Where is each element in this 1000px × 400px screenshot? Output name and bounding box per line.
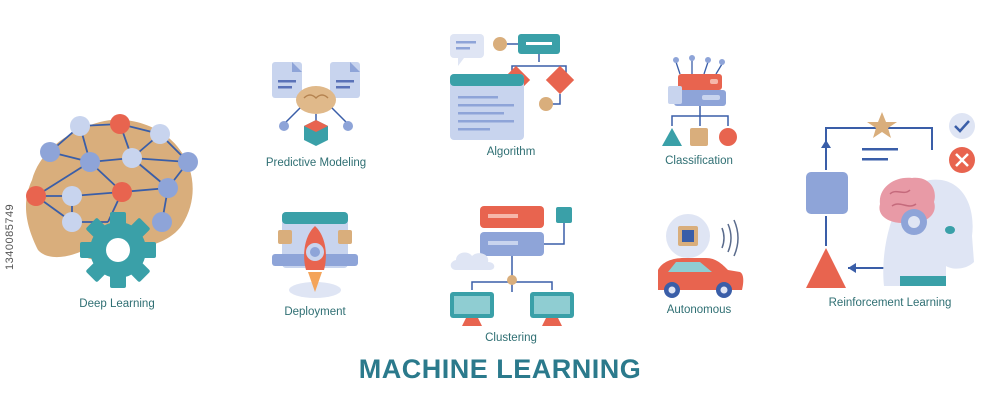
label-reinforcement-learning: Reinforcement Learning (828, 297, 952, 309)
server-network-icon (450, 206, 574, 326)
label-deep-learning: Deep Learning (79, 298, 155, 310)
rocket-browser-icon (272, 212, 358, 298)
flowchart-icon (450, 34, 575, 140)
self-driving-car-icon (658, 214, 744, 298)
brain-documents-icon (272, 62, 360, 146)
label-algorithm: Algorithm (486, 146, 536, 158)
brain-gear-icon (25, 114, 198, 288)
sorting-shapes-icon (662, 55, 737, 146)
label-predictive-modeling: Predictive Modeling (265, 157, 367, 169)
label-autonomous: Autonomous (666, 304, 732, 316)
label-classification: Classification (665, 155, 733, 167)
label-deployment: Deployment (284, 306, 346, 318)
page-title: MACHINE LEARNING (358, 354, 642, 384)
robot-feedback-loop-icon (806, 112, 975, 288)
label-clustering: Clustering (485, 332, 537, 344)
stock-id-number: 1340085749 (4, 203, 16, 270)
